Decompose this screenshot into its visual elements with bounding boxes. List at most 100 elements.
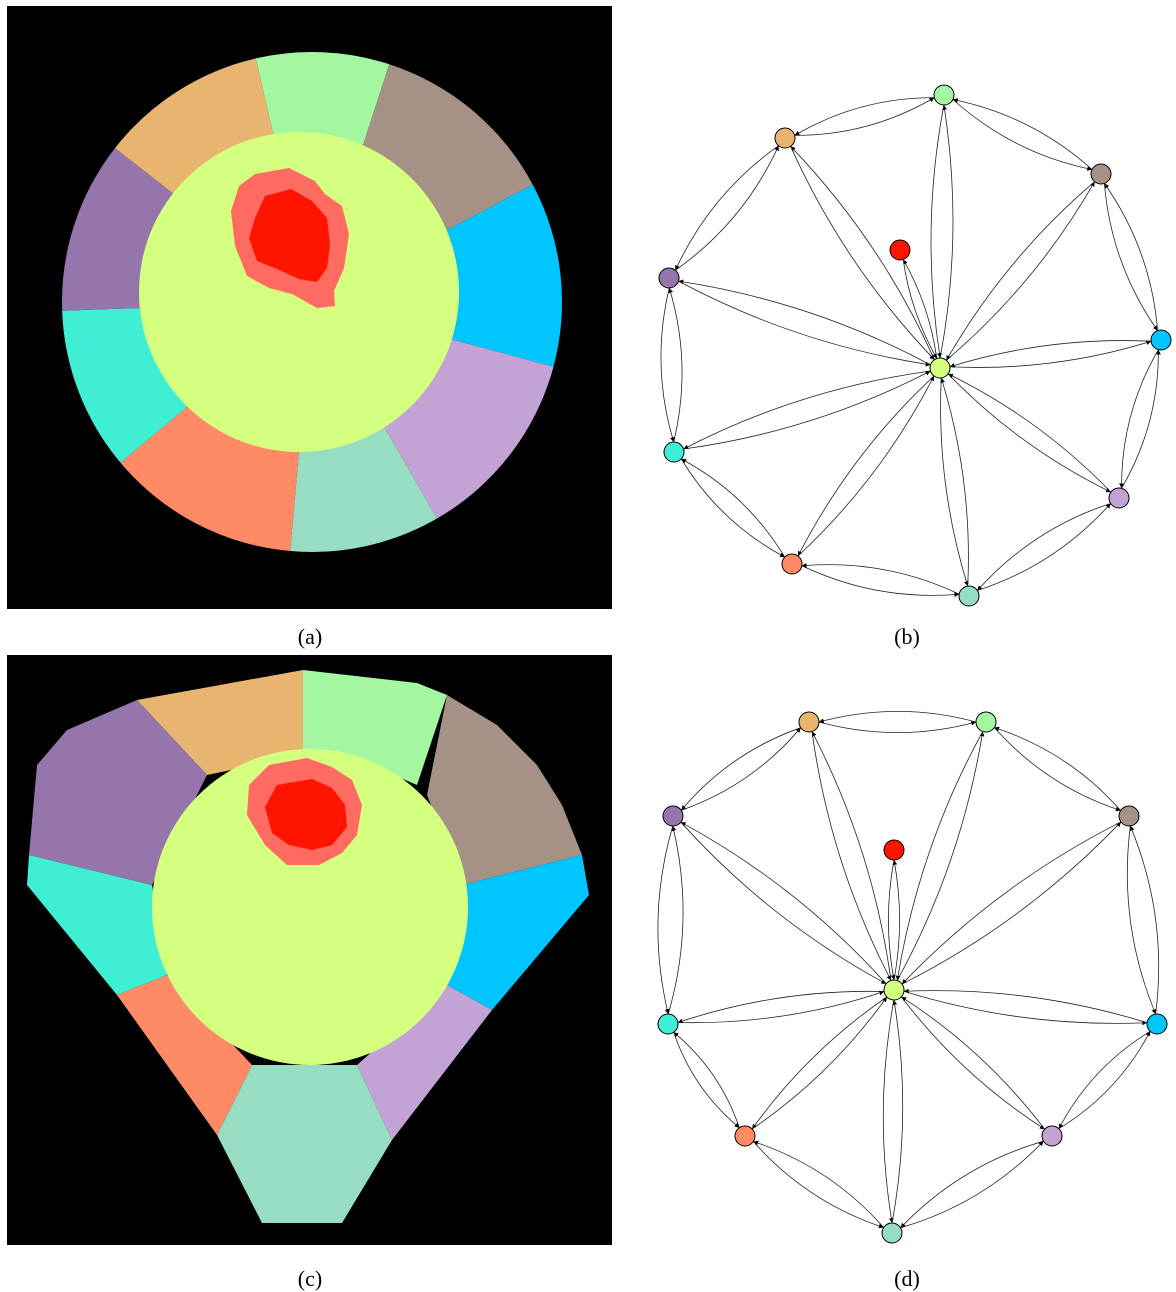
graph-b-node — [958, 585, 980, 607]
graph-d-edge — [680, 821, 887, 985]
graph-b-edge — [940, 377, 969, 587]
map-c-segment-right — [447, 855, 589, 1010]
graph-d-edge — [1058, 1030, 1151, 1129]
caption-a: (a) — [297, 624, 323, 649]
graph-b-edge — [902, 259, 938, 359]
graph-b-edge — [801, 565, 960, 598]
graph-b-edge — [946, 181, 1095, 361]
graph-b-edge — [668, 287, 683, 443]
graph-b-edge — [678, 280, 931, 367]
graph-d-edge — [811, 731, 892, 981]
graph-b-edge — [902, 259, 938, 359]
graph-d-edge — [751, 996, 888, 1130]
graph-b-edge — [949, 340, 1152, 368]
graph-d-node — [883, 839, 905, 861]
graph-d-edge — [677, 990, 885, 1024]
graph-d-edge — [681, 727, 802, 811]
graph-d-edge — [753, 1141, 884, 1229]
graph-b-node — [774, 127, 796, 149]
map-a-lesion-inner — [249, 189, 330, 282]
graph-d-edge — [901, 821, 1122, 985]
graph-b-edge — [952, 98, 1093, 170]
graph-d-node — [662, 805, 684, 827]
graph-b-edge — [683, 370, 931, 450]
graph-d-node — [1041, 1125, 1063, 1147]
graph-d-edge — [753, 1140, 884, 1228]
graph-b-edge — [977, 503, 1111, 591]
map-c-center-region — [152, 749, 468, 1065]
graph-b-edge — [678, 279, 931, 366]
graph-b-edge — [1121, 349, 1161, 489]
caption-c: (c) — [297, 1266, 323, 1291]
map-c-ring — [27, 670, 589, 1223]
graph-b-edge — [940, 377, 969, 587]
graph-d-node — [1146, 1013, 1168, 1035]
graph-d-edge — [994, 726, 1121, 811]
graph-b-edge — [797, 375, 935, 557]
graph-d-edge — [901, 996, 1045, 1130]
graph-d — [620, 690, 1176, 1260]
graph-b-edge — [1104, 183, 1158, 331]
graph-d-edge — [891, 999, 904, 1224]
graph-b-node — [663, 441, 685, 463]
map-c-segment-upper-right — [427, 695, 582, 885]
graph-d-nodes — [657, 711, 1168, 1244]
graph-b-edge — [801, 562, 960, 595]
graph-d-node — [883, 979, 905, 1001]
segmentation-map-a — [7, 6, 612, 609]
map-c-segment-left — [27, 855, 167, 995]
graph-b-edge — [947, 373, 1112, 493]
graph-b-nodes — [658, 84, 1172, 607]
graph-b-edge — [946, 181, 1095, 361]
graph-d-edge — [751, 996, 888, 1130]
graph-d-edge — [818, 711, 977, 724]
graph-d-edge — [680, 727, 801, 811]
graph-b-edge — [680, 458, 785, 558]
graph-b-edge — [794, 97, 935, 136]
graph-d-edges — [657, 711, 1160, 1229]
graph-d-node — [1118, 805, 1140, 827]
graph-d-edge — [882, 999, 895, 1224]
graph-d-edge — [900, 1140, 1044, 1229]
graph-b-node — [781, 553, 803, 575]
graph-b-edge — [797, 375, 935, 557]
graph-d-edge — [673, 1031, 740, 1128]
graph-b-node — [929, 357, 951, 379]
graph-b-edge — [1104, 183, 1158, 331]
graph-b-edge — [675, 145, 779, 271]
graph-b-node — [658, 267, 680, 289]
graph-d-edge — [900, 1140, 1044, 1229]
graph-d-edge — [657, 825, 674, 1015]
graph-d-edge — [1129, 825, 1160, 1015]
graph-d-edge — [1126, 825, 1157, 1015]
graph-d-edge — [811, 731, 892, 981]
graph-b-node — [1150, 329, 1172, 351]
caption-b: (b) — [894, 624, 920, 649]
graph-d-edge — [1058, 1031, 1151, 1130]
map-c-lesion-inner — [265, 779, 347, 850]
graph-d-node — [657, 1013, 679, 1035]
map-c-segment-top — [303, 670, 447, 785]
graph-b-edge — [977, 503, 1111, 591]
graph-d-edge — [892, 859, 900, 981]
graph-d-edge — [901, 821, 1122, 985]
graph-b-node — [889, 239, 911, 261]
map-c-segment-lower-right — [357, 985, 492, 1140]
graph-d-edge — [896, 731, 985, 981]
graph-d-node — [734, 1125, 756, 1147]
graph-d-edge — [994, 727, 1121, 812]
graph-d-node — [881, 1222, 903, 1244]
graph-b-edge — [930, 104, 945, 359]
graph-d-edge — [677, 990, 885, 1024]
map-c-segment-lower-left — [117, 975, 252, 1135]
graph-b-edge — [675, 145, 779, 271]
graph-b-edge — [939, 104, 954, 359]
graph-d-edge — [680, 821, 887, 985]
segmentation-map-c — [7, 655, 612, 1245]
graph-b-edge — [1119, 349, 1159, 489]
map-c-segment-top-left — [137, 670, 303, 775]
graph-b-node — [1108, 487, 1130, 509]
graph-b-edge — [683, 370, 931, 450]
graph-d-node — [798, 711, 820, 733]
graph-b-edge — [794, 97, 935, 136]
